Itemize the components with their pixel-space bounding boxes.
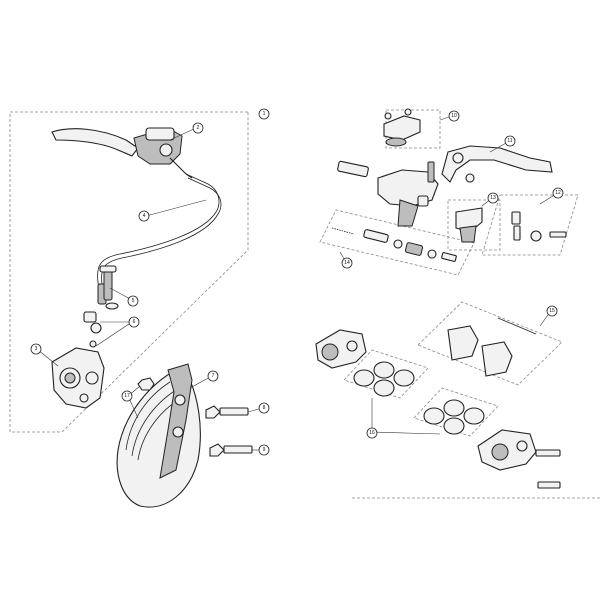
svg-text:10: 10 (451, 113, 457, 119)
reservoir-cover (383, 108, 421, 147)
svg-text:5: 5 (132, 298, 135, 304)
lever-pivot-kit (511, 211, 567, 242)
callout-8: 8 (258, 402, 270, 414)
lever-right (441, 145, 553, 183)
callout-3: 3 (30, 343, 42, 355)
caliper-right-lower (477, 429, 561, 489)
svg-text:3: 3 (35, 346, 38, 352)
callout-16: 16 (366, 427, 378, 439)
group-frame-14 (319, 209, 475, 276)
svg-text:8: 8 (263, 405, 266, 411)
svg-text:13: 13 (490, 195, 496, 201)
callout-4: 4 (138, 210, 150, 222)
piston-set-upper (353, 361, 415, 397)
svg-text:9: 9 (263, 447, 266, 453)
svg-text:12: 12 (555, 190, 561, 196)
group-frame-10 (385, 109, 441, 149)
svg-text:11: 11 (507, 138, 512, 144)
svg-text:6: 6 (133, 319, 136, 325)
callout-5: 5 (127, 295, 139, 307)
callout-1: 1 (258, 108, 270, 120)
callout-10: 10 (448, 110, 460, 122)
callout-6: 6 (128, 316, 140, 328)
clamp-bracket (455, 207, 483, 243)
callout-13: 13 (487, 192, 499, 204)
brake-hose (83, 173, 222, 348)
svg-text:17: 17 (124, 393, 130, 399)
piston-set-lower (423, 399, 485, 435)
callout-9: 9 (258, 444, 270, 456)
callout-17: 17 (121, 390, 133, 402)
callout-12: 12 (552, 187, 564, 199)
group-frame-13 (447, 199, 501, 251)
group-frame-12 (481, 194, 579, 256)
bolt-9 (209, 443, 253, 457)
svg-text:15: 15 (549, 308, 555, 314)
group-frame-1 (9, 111, 249, 433)
banjo-bolt (99, 265, 119, 310)
leader-lines (37, 115, 557, 451)
callout-11: 11 (504, 135, 516, 147)
callout-2: 2 (192, 122, 204, 134)
svg-text:2: 2 (197, 125, 200, 131)
bolt-8 (205, 405, 249, 419)
brake-pads (447, 317, 537, 377)
svg-text:4: 4 (143, 213, 146, 219)
piston-kit (331, 227, 457, 262)
callout-15: 15 (546, 305, 558, 317)
svg-text:7: 7 (212, 373, 215, 379)
master-cylinder-body-right (337, 160, 439, 227)
callout-7: 7 (207, 370, 219, 382)
master-cylinder-lever-left (51, 127, 193, 179)
callout-14: 14 (341, 257, 353, 269)
svg-text:16: 16 (369, 430, 375, 436)
caliper-right-upper (315, 329, 367, 369)
group-frame-15 (417, 301, 563, 386)
svg-text:1: 1 (263, 111, 266, 117)
disc-guard (116, 363, 201, 508)
svg-text:14: 14 (344, 260, 350, 266)
caliper-left (51, 347, 105, 409)
